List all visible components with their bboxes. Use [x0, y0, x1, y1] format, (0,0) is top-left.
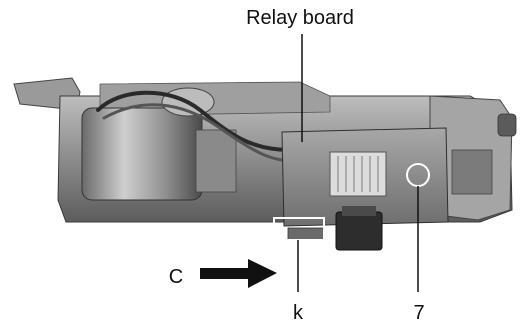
transformer-bracket [195, 129, 237, 193]
white-connector [329, 151, 387, 197]
wire-harness-2 [102, 103, 302, 164]
assembly-photo [13, 77, 517, 251]
right-housing-slot [451, 149, 493, 195]
callout-k-label: k [293, 302, 304, 324]
relay-board-label: Relay board [246, 7, 354, 29]
transformer-body [81, 107, 203, 201]
callout-7-label: 7 [413, 302, 424, 324]
board-small-part [287, 227, 325, 241]
connector-pins [337, 156, 379, 192]
direction-arrow-icon [200, 259, 277, 288]
relay-component [335, 211, 383, 251]
callout-k-box [273, 217, 325, 241]
direction-c-label: C [169, 266, 183, 288]
right-connector [497, 113, 517, 137]
relay-component-top [342, 206, 376, 216]
